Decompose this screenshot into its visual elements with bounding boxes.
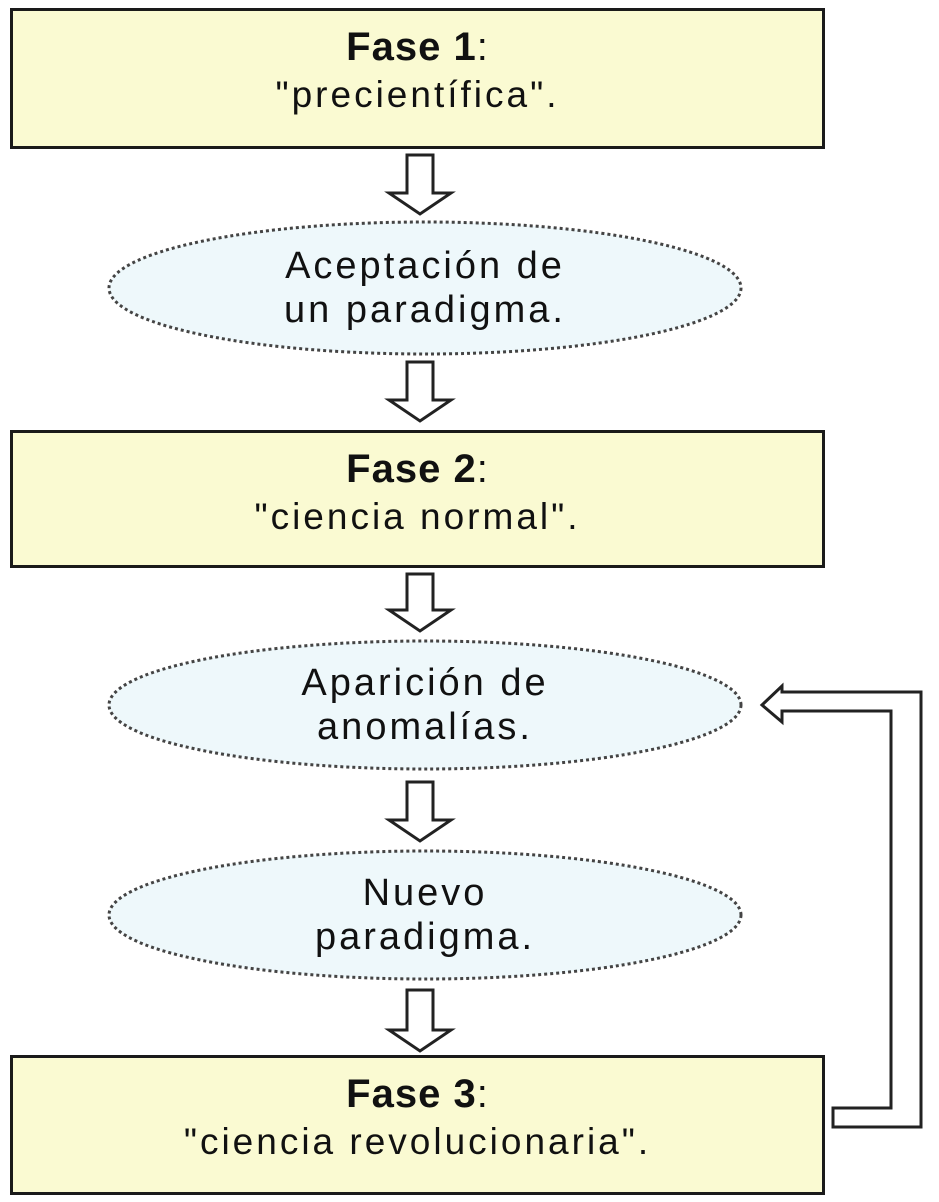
step-1-line-1: Aceptación de <box>285 245 565 287</box>
ellipse-step1 <box>107 220 743 356</box>
down-arrow-4 <box>384 780 456 843</box>
phase-3-box: Fase 3: "ciencia revolucionaria". <box>10 1055 825 1195</box>
step-2-line-2: anomalías. <box>317 706 533 748</box>
feedback-arrow <box>759 682 923 1129</box>
phase-3-colon: : <box>476 1072 489 1116</box>
phase-3-title: Fase 3 <box>346 1072 477 1116</box>
ellipse-step3 <box>107 849 743 981</box>
phase-2-title: Fase 2 <box>346 447 477 491</box>
down-arrow-3 <box>384 572 456 633</box>
step-2-line-1: Aparición de <box>301 662 549 704</box>
phase-2-box: Fase 2: "ciencia normal". <box>10 430 825 568</box>
down-arrow-5 <box>384 988 456 1053</box>
phase-1-box: Fase 1: "precientífica". <box>10 8 825 149</box>
down-arrow-1 <box>384 153 456 216</box>
phase-2-colon: : <box>476 447 489 491</box>
phase-1-title: Fase 1 <box>346 25 477 69</box>
phase-1-colon: : <box>476 25 489 69</box>
phase-3-subtitle: "ciencia revolucionaria". <box>183 1121 652 1162</box>
step-new-paradigm: Nuevo paradigma. <box>108 851 742 979</box>
step-accept-paradigm: Aceptación de un paradigma. <box>108 222 742 354</box>
phase-2-subtitle: "ciencia normal". <box>254 496 581 537</box>
step-anomalies: Aparición de anomalías. <box>108 641 742 769</box>
phase-1-subtitle: "precientífica". <box>275 74 560 115</box>
ellipse-step2 <box>107 639 743 771</box>
step-3-line-2: paradigma. <box>314 916 536 958</box>
step-3-line-1: Nuevo <box>362 872 488 914</box>
step-1-line-2: un paradigma. <box>284 289 566 331</box>
down-arrow-2 <box>384 360 456 423</box>
